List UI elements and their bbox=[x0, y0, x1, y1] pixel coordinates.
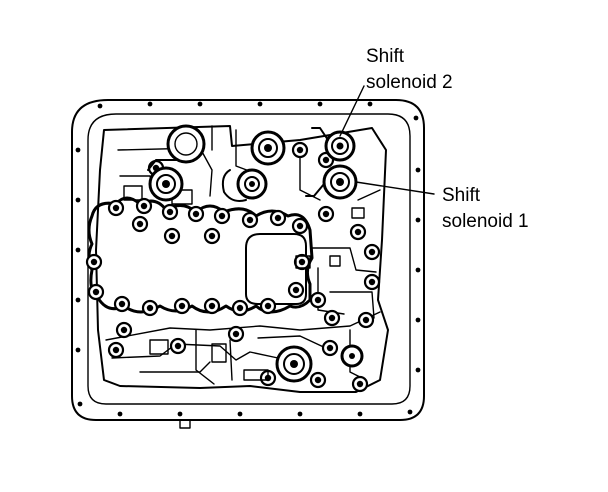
flange-hole bbox=[237, 411, 243, 417]
bolt bbox=[203, 297, 221, 315]
accumulator-round bbox=[166, 124, 206, 164]
bolt bbox=[259, 297, 277, 315]
flange-hole bbox=[413, 115, 419, 121]
flange-hole bbox=[357, 411, 363, 417]
leader-shift-solenoid-1 bbox=[355, 181, 435, 195]
callout-shift-solenoid-2-line-1: Shift bbox=[366, 46, 405, 67]
bolt bbox=[115, 321, 133, 339]
flange-hole bbox=[317, 101, 323, 107]
bolt bbox=[163, 227, 181, 245]
bolt bbox=[213, 207, 231, 225]
bolt bbox=[349, 223, 367, 241]
bolt bbox=[291, 217, 309, 235]
bolt bbox=[241, 211, 259, 229]
flange-hole bbox=[297, 411, 303, 417]
bolt bbox=[293, 253, 311, 271]
bolt bbox=[309, 371, 327, 389]
flange-hole bbox=[367, 101, 373, 107]
flange-hole bbox=[77, 401, 83, 407]
bolt bbox=[161, 203, 179, 221]
flange-hole bbox=[407, 409, 413, 415]
callout-shift-solenoid-2: Shift solenoid 2 bbox=[366, 46, 453, 93]
bolt bbox=[309, 291, 327, 309]
bolt bbox=[269, 209, 287, 227]
flange-hole bbox=[117, 411, 123, 417]
bolt bbox=[363, 273, 381, 291]
solenoid-center bbox=[221, 168, 268, 202]
bolt bbox=[203, 227, 221, 245]
flange-holes bbox=[75, 101, 421, 417]
leader-shift-solenoid-2 bbox=[339, 85, 365, 137]
ports bbox=[123, 185, 365, 381]
flange-hole bbox=[415, 317, 421, 323]
bolt bbox=[107, 341, 125, 359]
bolt bbox=[363, 243, 381, 261]
flange-hole bbox=[75, 197, 81, 203]
solenoid-upper-center bbox=[250, 130, 286, 166]
bolts bbox=[85, 141, 381, 393]
bolt bbox=[173, 297, 191, 315]
flange-hole bbox=[75, 297, 81, 303]
bolt bbox=[287, 281, 305, 299]
bolt bbox=[231, 299, 249, 317]
bolt bbox=[107, 199, 125, 217]
callout-shift-solenoid-1-line-1: Shift bbox=[442, 185, 481, 206]
callout-shift-solenoid-1-line-2: solenoid 1 bbox=[442, 211, 529, 232]
bolt bbox=[85, 253, 103, 271]
flange-hole bbox=[257, 101, 263, 107]
flange-hole bbox=[415, 217, 421, 223]
bolt bbox=[187, 205, 205, 223]
flange-hole bbox=[75, 247, 81, 253]
callout-shift-solenoid-1: Shift solenoid 1 bbox=[442, 185, 529, 232]
flange-hole bbox=[415, 267, 421, 273]
flange-hole bbox=[415, 367, 421, 373]
callout-leaders bbox=[339, 85, 435, 195]
bolt bbox=[291, 141, 309, 159]
solenoid-left bbox=[147, 159, 184, 202]
bolt bbox=[135, 197, 153, 215]
bolt bbox=[357, 311, 375, 329]
bolt bbox=[317, 205, 335, 223]
bolt bbox=[87, 283, 105, 301]
bolt bbox=[227, 325, 245, 343]
shift-solenoid-2 bbox=[311, 127, 356, 162]
bolt bbox=[169, 337, 187, 355]
pan-outline bbox=[71, 99, 425, 429]
flange-hole bbox=[415, 167, 421, 173]
flange-hole bbox=[197, 101, 203, 107]
flange-hole bbox=[97, 103, 103, 109]
shift-solenoid-1 bbox=[305, 164, 358, 200]
bolt bbox=[351, 375, 369, 393]
bolt bbox=[113, 295, 131, 313]
flange-hole bbox=[177, 411, 183, 417]
flange-hole bbox=[147, 101, 153, 107]
bolt bbox=[323, 309, 341, 327]
valve-body-plate bbox=[95, 125, 389, 393]
flange-hole bbox=[75, 347, 81, 353]
solenoid-lower bbox=[275, 344, 364, 383]
bolt bbox=[321, 339, 339, 357]
callout-shift-solenoid-2-line-2: solenoid 2 bbox=[366, 72, 453, 93]
bolt bbox=[131, 215, 149, 233]
flange-hole bbox=[75, 147, 81, 153]
bolt bbox=[141, 299, 159, 317]
